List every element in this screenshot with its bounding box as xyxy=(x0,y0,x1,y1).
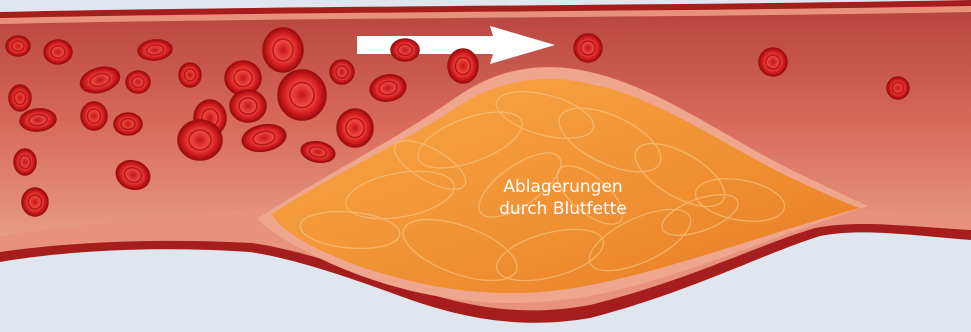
blood-cell-icon xyxy=(887,77,909,99)
blood-cell-icon xyxy=(81,102,107,130)
blood-cell-icon xyxy=(759,48,787,76)
blood-cell-icon xyxy=(178,120,222,160)
blood-cell-icon xyxy=(126,71,150,93)
blood-cell-icon xyxy=(44,40,72,64)
blood-cell-icon xyxy=(337,109,373,147)
blood-cell-icon xyxy=(179,63,201,87)
plaque-label: Ablagerungen durch Blutfette xyxy=(463,176,663,220)
blood-cell-icon xyxy=(574,34,602,62)
blood-cell-icon xyxy=(14,149,36,175)
plaque-label-line-2: durch Blutfette xyxy=(463,198,663,220)
blood-cell-icon xyxy=(9,85,31,111)
blood-cell-icon xyxy=(391,39,419,61)
blood-cell-icon xyxy=(263,28,303,72)
blood-cell-icon xyxy=(330,60,354,84)
blood-cell-icon xyxy=(230,90,266,122)
blood-cell-icon xyxy=(22,188,48,216)
blood-cell-icon xyxy=(278,70,326,120)
blood-cell-icon xyxy=(448,49,478,83)
blood-cell-icon xyxy=(6,36,30,56)
plaque-label-line-1: Ablagerungen xyxy=(463,176,663,198)
blood-cell-icon xyxy=(114,113,142,135)
